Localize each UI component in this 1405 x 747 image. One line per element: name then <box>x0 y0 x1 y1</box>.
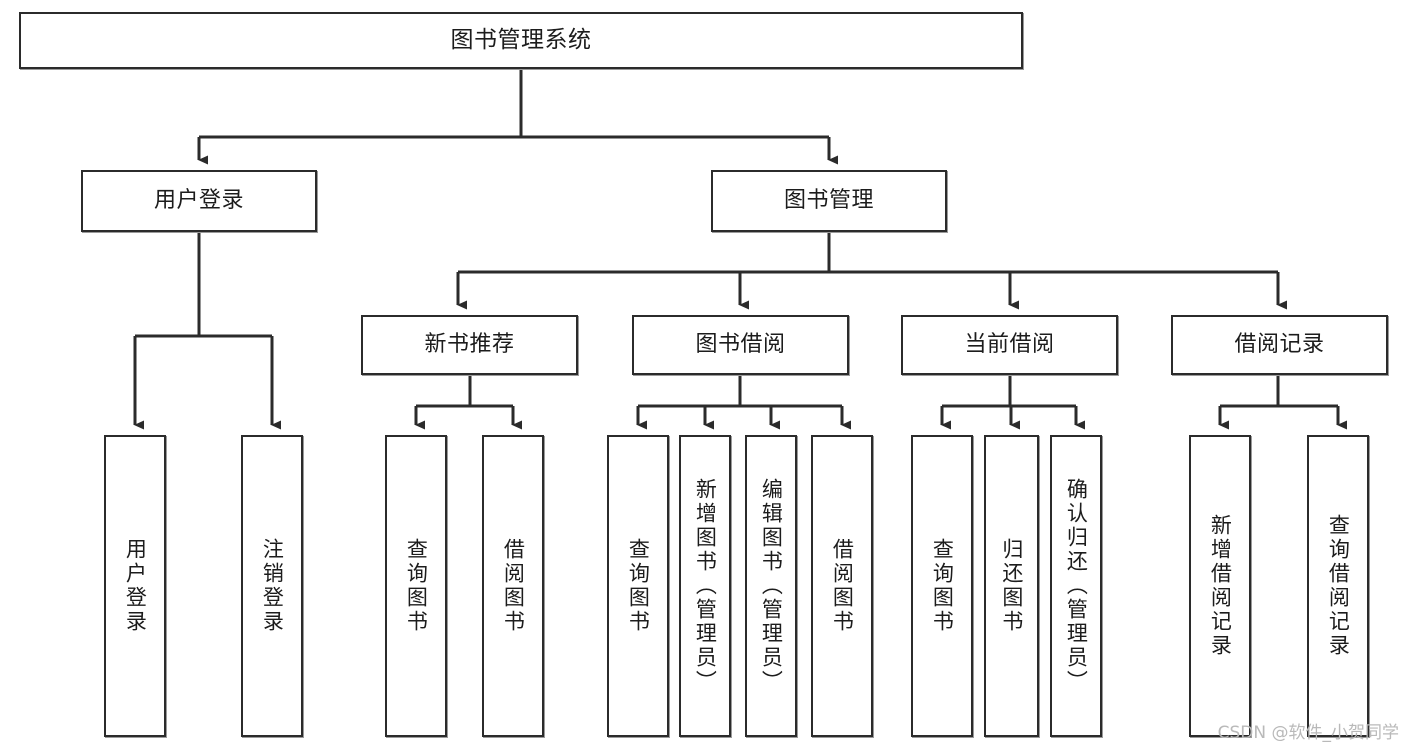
node-label-book-manage: 图书管理 <box>783 188 874 214</box>
node-label-current-borrow: 当前借阅 <box>964 332 1055 358</box>
node-leaf-query-book-1[interactable]: 查询图书 <box>385 435 447 737</box>
node-label-new-book-rec: 新书推荐 <box>424 332 515 358</box>
node-label-borrow-record: 借阅记录 <box>1234 332 1325 358</box>
node-label-user-login: 用户登录 <box>153 188 244 214</box>
node-leaf-edit-book[interactable]: 编辑图书（管理员） <box>745 435 797 737</box>
node-current-borrow[interactable]: 当前借阅 <box>901 315 1118 375</box>
node-leaf-user-login[interactable]: 用户登录 <box>104 435 166 737</box>
node-leaf-return-book[interactable]: 归还图书 <box>984 435 1039 737</box>
node-label-leaf-query-book-1: 查询图书 <box>404 538 429 634</box>
node-label-leaf-borrow-book-2: 借阅图书 <box>830 538 855 634</box>
node-label-leaf-add-record: 新增借阅记录 <box>1208 514 1233 658</box>
node-leaf-add-book[interactable]: 新增图书（管理员） <box>679 435 731 737</box>
node-label-leaf-borrow-book-1: 借阅图书 <box>501 538 526 634</box>
node-leaf-query-book-3[interactable]: 查询图书 <box>911 435 973 737</box>
node-leaf-borrow-book-2[interactable]: 借阅图书 <box>811 435 873 737</box>
node-label-book-borrow: 图书借阅 <box>695 332 786 358</box>
node-label-root: 图书管理系统 <box>450 26 592 53</box>
node-leaf-add-record[interactable]: 新增借阅记录 <box>1189 435 1251 737</box>
node-user-login[interactable]: 用户登录 <box>81 170 317 232</box>
node-leaf-confirm-return[interactable]: 确认归还（管理员） <box>1050 435 1102 737</box>
node-leaf-query-book-2[interactable]: 查询图书 <box>607 435 669 737</box>
node-book-manage[interactable]: 图书管理 <box>711 170 947 232</box>
node-label-leaf-user-login: 用户登录 <box>123 538 148 634</box>
node-new-book-rec[interactable]: 新书推荐 <box>361 315 578 375</box>
node-leaf-query-record[interactable]: 查询借阅记录 <box>1307 435 1369 737</box>
node-book-borrow[interactable]: 图书借阅 <box>632 315 849 375</box>
node-leaf-logout[interactable]: 注销登录 <box>241 435 303 737</box>
node-label-leaf-logout: 注销登录 <box>260 538 285 634</box>
node-label-leaf-query-book-2: 查询图书 <box>626 538 651 634</box>
node-label-leaf-return-book: 归还图书 <box>999 538 1024 634</box>
node-borrow-record[interactable]: 借阅记录 <box>1171 315 1388 375</box>
node-root[interactable]: 图书管理系统 <box>19 12 1023 69</box>
node-label-leaf-add-book: 新增图书（管理员） <box>693 478 718 694</box>
node-label-leaf-query-book-3: 查询图书 <box>930 538 955 634</box>
node-label-leaf-edit-book: 编辑图书（管理员） <box>759 478 784 694</box>
node-leaf-borrow-book-1[interactable]: 借阅图书 <box>482 435 544 737</box>
node-label-leaf-confirm-return: 确认归还（管理员） <box>1064 478 1089 694</box>
node-label-leaf-query-record: 查询借阅记录 <box>1326 514 1351 658</box>
